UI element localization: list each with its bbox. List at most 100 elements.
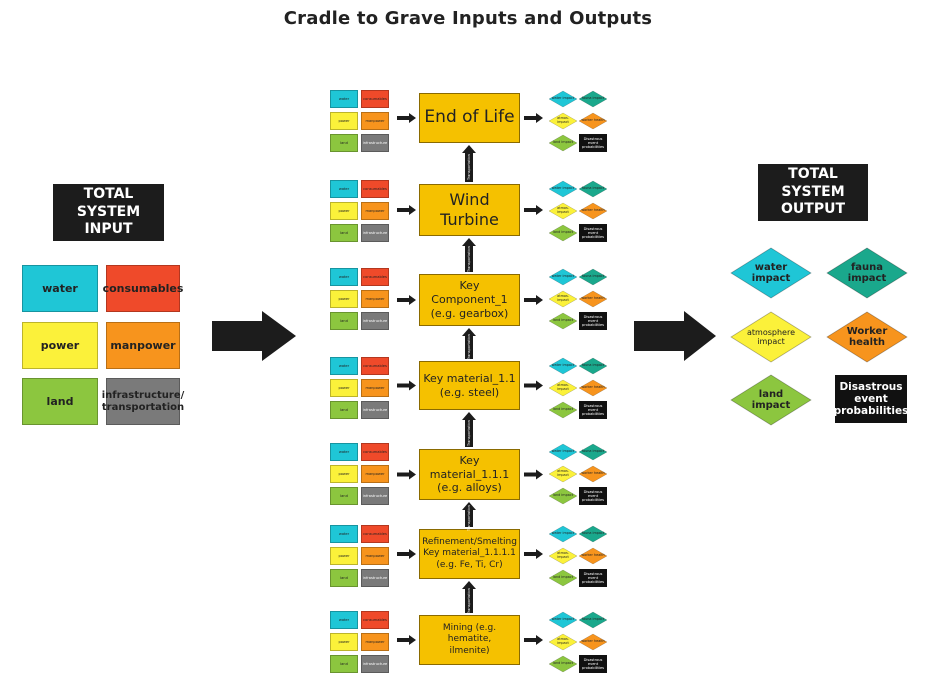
stage-2-output-label-4: land impact bbox=[552, 318, 574, 323]
stage-2-input-4: land bbox=[330, 312, 358, 330]
stage-6-output-diamond-4 bbox=[548, 655, 578, 673]
stage-5-output-label-2: atmos. impact bbox=[557, 551, 569, 559]
stage-0-output-label-4: land impact bbox=[552, 140, 574, 145]
output-diamond-2 bbox=[730, 311, 812, 363]
stage-2-output-label-2: atmos. impact bbox=[557, 294, 569, 302]
stage-3-input-4: land bbox=[330, 401, 358, 419]
stage-4-transport-arrow bbox=[462, 412, 476, 447]
stage-2-output-disastrous: Disastrous event probabilities bbox=[579, 312, 607, 330]
stage-0-output-label-0: water impact bbox=[551, 96, 575, 101]
stage-5-output-diamond-4 bbox=[548, 569, 578, 587]
stage-box-3: Key material_1.1 (e.g. steel) bbox=[419, 361, 520, 410]
stage-3-output-label-3: worker health bbox=[581, 385, 605, 390]
stage-1-output-label-3: worker health bbox=[581, 208, 605, 213]
stage-6-input-3: manpower bbox=[361, 633, 389, 651]
stage-0-input-4: land bbox=[330, 134, 358, 152]
stage-3-output-diamond-0 bbox=[548, 357, 578, 375]
stage-5-input-1: consumables bbox=[361, 525, 389, 543]
stage-6-output-label-0: water impact bbox=[551, 617, 575, 622]
stage-5-input-0: water bbox=[330, 525, 358, 543]
stage-5-input-5: infrastructure bbox=[361, 569, 389, 587]
stage-5-input-3: manpower bbox=[361, 547, 389, 565]
output-diamond-4 bbox=[730, 374, 812, 426]
stage-6-in-arrow bbox=[397, 635, 416, 645]
stage-6-out-arrow bbox=[524, 635, 543, 645]
stage-1-output-diamond-3 bbox=[578, 202, 608, 220]
stage-3-input-1: consumables bbox=[361, 357, 389, 375]
stage-4-input-5: infrastructure bbox=[361, 487, 389, 505]
input-power-box: power bbox=[22, 322, 98, 369]
stage-6-output-label-2: atmos. impact bbox=[557, 637, 569, 645]
stage-2-output-label-1: fauna impact bbox=[581, 274, 605, 279]
stage-5-in-arrow bbox=[397, 549, 416, 559]
stage-box-1: Wind Turbine bbox=[419, 184, 520, 236]
stage-1-transport-label: Transportation bbox=[467, 154, 471, 181]
stage-0-output-disastrous: Disastrous event probabilities bbox=[579, 134, 607, 152]
stage-5-output-disastrous: Disastrous event probabilities bbox=[579, 569, 607, 587]
stage-4-output-diamond-0 bbox=[548, 443, 578, 461]
stage-6-output-diamond-2 bbox=[548, 633, 578, 651]
stage-2-input-5: infrastructure bbox=[361, 312, 389, 330]
stage-3-output-diamond-3 bbox=[578, 379, 608, 397]
stage-0-output-label-2: atmos. impact bbox=[557, 116, 569, 124]
stage-0-out-arrow bbox=[524, 113, 543, 123]
stage-box-2: Key Component_1 (e.g. gearbox) bbox=[419, 274, 520, 326]
stage-1-output-disastrous: Disastrous event probabilities bbox=[579, 224, 607, 242]
stage-6-transport-arrow bbox=[462, 581, 476, 613]
stage-3-out-arrow bbox=[524, 380, 543, 391]
stage-4-output-diamond-4 bbox=[548, 487, 578, 505]
stage-3-transport-label: Transportation bbox=[467, 334, 471, 361]
input-land-box: land bbox=[22, 378, 98, 425]
stage-6-output-label-4: land impact bbox=[552, 661, 574, 666]
stage-2-output-diamond-3 bbox=[578, 290, 608, 308]
stage-3-output-diamond-2 bbox=[548, 379, 578, 397]
stage-5-output-label-4: land impact bbox=[552, 575, 574, 580]
stage-1-input-0: water bbox=[330, 180, 358, 198]
stage-4-output-label-4: land impact bbox=[552, 493, 574, 498]
stage-0-input-3: manpower bbox=[361, 112, 389, 130]
stage-5-output-diamond-1 bbox=[578, 525, 608, 543]
stage-2-transport-arrow bbox=[462, 238, 476, 272]
stage-6-output-disastrous: Disastrous event probabilities bbox=[579, 655, 607, 673]
stage-1-out-arrow bbox=[524, 205, 543, 215]
stage-4-in-arrow bbox=[397, 469, 416, 480]
output-label-1: fauna impact bbox=[847, 261, 887, 285]
stage-4-out-arrow bbox=[524, 469, 543, 480]
stage-0-input-0: water bbox=[330, 90, 358, 108]
stage-3-transport-arrow bbox=[462, 328, 476, 359]
stage-3-output-label-1: fauna impact bbox=[581, 363, 605, 368]
stage-4-input-0: water bbox=[330, 443, 358, 461]
stage-4-output-diamond-3 bbox=[578, 465, 608, 483]
stage-0-output-diamond-4 bbox=[548, 134, 578, 152]
stage-4-output-label-1: fauna impact bbox=[581, 449, 605, 454]
stage-box-6: Mining (e.g. hematite, ilmenite) bbox=[419, 615, 520, 665]
stage-0-output-label-3: worker health bbox=[581, 118, 605, 123]
stage-3-output-diamond-4 bbox=[548, 401, 578, 419]
stage-0-input-1: consumables bbox=[361, 90, 389, 108]
input-water-box: water bbox=[22, 265, 98, 312]
stage-6-output-diamond-3 bbox=[578, 633, 608, 651]
stage-0-output-diamond-2 bbox=[548, 112, 578, 130]
output-label-3: Worker health bbox=[846, 325, 888, 349]
output-label-4: land impact bbox=[751, 388, 791, 412]
stage-1-output-diamond-4 bbox=[548, 224, 578, 242]
page-title: Cradle to Grave Inputs and Outputs bbox=[283, 8, 653, 29]
stage-box-5: Refinement/Smelting Key material_1.1.1.1… bbox=[419, 529, 520, 579]
stage-6-output-label-3: worker health bbox=[581, 639, 605, 644]
stage-2-out-arrow bbox=[524, 295, 543, 305]
stage-5-output-diamond-3 bbox=[578, 547, 608, 565]
stage-6-transport-label: Transportation bbox=[467, 588, 471, 614]
stage-3-input-2: power bbox=[330, 379, 358, 397]
stage-2-input-2: power bbox=[330, 290, 358, 308]
stage-2-output-diamond-0 bbox=[548, 268, 578, 286]
input-big-arrow bbox=[212, 311, 296, 361]
stage-0-input-2: power bbox=[330, 112, 358, 130]
output-diamond-1 bbox=[826, 247, 908, 299]
stage-2-transport-label: Transportation bbox=[467, 246, 471, 272]
stage-5-output-diamond-0 bbox=[548, 525, 578, 543]
stage-4-output-label-3: worker health bbox=[581, 471, 605, 476]
output-diamond-0 bbox=[730, 247, 812, 299]
stage-5-output-label-1: fauna impact bbox=[581, 531, 605, 536]
stage-1-output-label-1: fauna impact bbox=[581, 186, 605, 191]
